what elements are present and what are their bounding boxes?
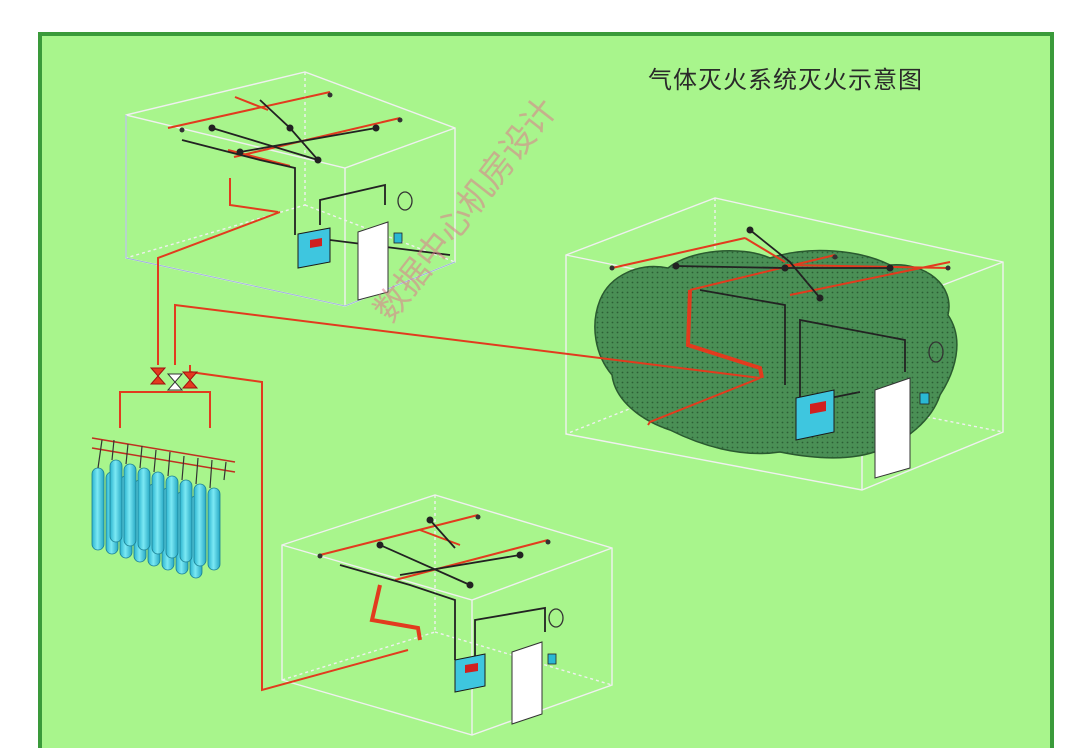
control-panel-icon (795, 389, 835, 441)
gas-cloud (594, 249, 958, 459)
room-right-discharge (565, 197, 1004, 491)
door-icon (357, 221, 389, 301)
pipeline (119, 211, 761, 692)
room-bottom (281, 494, 613, 736)
nozzle-icon (179, 92, 951, 559)
door-icon (874, 377, 911, 479)
door-icon (511, 641, 543, 725)
alarm-bell-icon (928, 341, 944, 363)
room-top-left (125, 71, 456, 307)
control-panel-icon (297, 227, 331, 269)
alarm-bell-icon (397, 191, 413, 211)
alarm-bell-icon (548, 608, 564, 628)
switch-icon (919, 392, 930, 405)
gas-cylinder-icon (91, 437, 236, 579)
switch-icon (547, 653, 557, 665)
diagram-title: 气体灭火系统灭火示意图 (648, 66, 923, 94)
valve-icon (149, 367, 199, 391)
switch-icon (393, 232, 403, 244)
control-panel-icon (454, 653, 486, 693)
